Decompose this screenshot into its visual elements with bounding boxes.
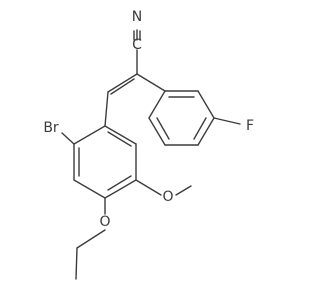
atom-c-nitrile-label: C: [132, 37, 142, 53]
atom-n-label: N: [132, 9, 142, 25]
atom-f-label: F: [246, 118, 254, 134]
ring2-bond-2: [197, 90, 215, 119]
bond-alkene-main: [107, 73, 138, 93]
bond-c-br: [61, 132, 75, 145]
bond-o-ch3: [175, 185, 192, 196]
bond-ch2-ch3: [75, 247, 78, 280]
ring1-bond-6: [73, 125, 106, 145]
ring2-double-3: [156, 117, 170, 140]
ring2-double-2: [193, 117, 207, 140]
ring1-bond-1: [104, 125, 137, 145]
atom-br-label: Br: [43, 120, 59, 136]
bond-c-f: [213, 117, 241, 125]
bond-to-bromophenyl: [104, 91, 109, 127]
bond-alkene-inner: [110, 78, 135, 95]
structure-diagram: N C Br F O O: [43, 9, 254, 280]
molecule-canvas: N C Br F O O: [43, 9, 255, 280]
ring1-double-2: [107, 175, 132, 191]
ring1-bond-3: [104, 179, 137, 199]
bond-o-ch2: [76, 229, 106, 249]
bond-to-fluorophenyl: [136, 73, 166, 92]
bond-c-o-methoxy: [135, 179, 162, 196]
ring1-bond-4: [73, 179, 106, 199]
atom-o-methoxy-label: O: [162, 189, 173, 205]
ring2-bond-6: [148, 90, 166, 119]
ring2-bond-5: [148, 117, 166, 146]
ring1-double-1: [107, 131, 132, 147]
atom-o-ethoxy-label: O: [99, 214, 110, 230]
ring2-bond-3: [197, 117, 215, 146]
